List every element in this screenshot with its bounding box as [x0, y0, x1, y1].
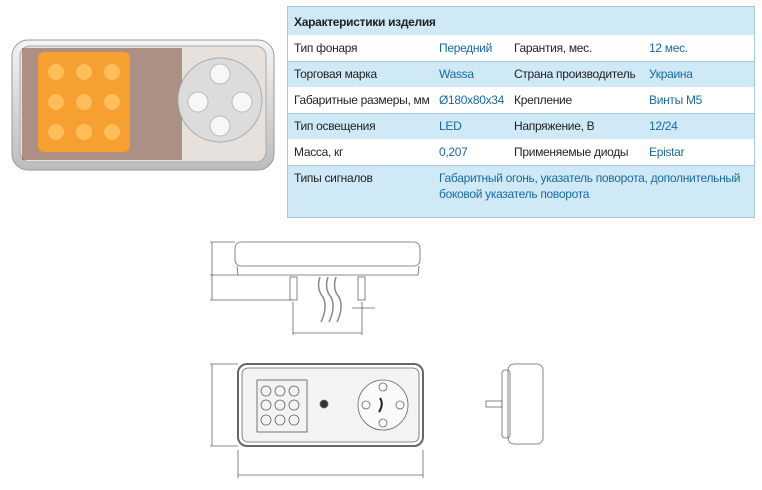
label: Торговая марка — [294, 67, 377, 81]
value: 12 мес. — [649, 41, 688, 55]
label: Напряжение, В — [514, 119, 595, 133]
value: Epistar — [649, 145, 685, 159]
table-row: Торговая марка Wassa Страна производитель У… — [288, 61, 754, 88]
label: Крепление — [514, 93, 572, 107]
table-row: Тип фонаря Передний Гарантия, мес. 12 мес. — [288, 35, 754, 62]
value: Винты М5 — [649, 93, 703, 107]
technical-drawing — [190, 230, 570, 485]
value: 0,207 — [439, 145, 468, 159]
table-row: Габаритные размеры, мм Ø180x80x34 Креплени… — [288, 87, 754, 114]
label: Масса, кг — [294, 145, 344, 159]
value: Ø180x80x34 — [439, 93, 505, 107]
table-row: Тип освещения LED Напряжение, В 12/24 — [288, 113, 754, 140]
specs-table: Характеристики изделия Тип фонаря Передни… — [287, 6, 755, 218]
lamp-photo — [8, 22, 276, 182]
value: Передний — [439, 41, 493, 55]
label: Тип освещения — [294, 119, 376, 133]
table-title: Характеристики изделия — [294, 15, 436, 29]
label: Применяемые диоды — [514, 145, 629, 159]
label: Типы сигналов — [294, 171, 373, 185]
value: 12/24 — [649, 119, 678, 133]
table-row: Масса, кг 0,207 Применяемые диоды Epistar — [288, 139, 754, 166]
value: LED — [439, 119, 462, 133]
value: Wassa — [439, 67, 474, 81]
table-header: Характеристики изделия — [288, 7, 754, 36]
label: Страна производитель — [514, 67, 636, 81]
table-row: Типы сигналов Габаритный огонь, указатель… — [288, 165, 754, 217]
label: Габаритные размеры, мм — [294, 93, 430, 107]
label: Тип фонаря — [294, 41, 358, 55]
label: Гарантия, мес. — [514, 41, 592, 55]
value: Украина — [649, 67, 693, 81]
value: Габаритный огонь, указатель поворота, до… — [439, 171, 741, 201]
